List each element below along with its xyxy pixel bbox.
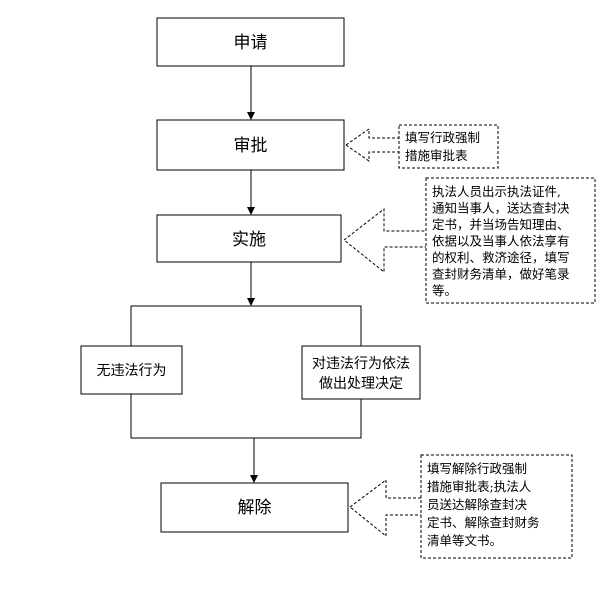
note-release-line: 定书、解除查封财务 [427, 515, 540, 530]
note-implement-line: 的权利、救济途径，填写 [432, 250, 570, 265]
step-release-label: 解除 [238, 498, 272, 518]
callout-arrow-release [349, 479, 423, 538]
step-violation-label-2: 做出处理决定 [319, 376, 403, 392]
note-implement: 执法人员出示执法证件, 通知当事人，送达查封决定书，并当场告知理由、依据以及当事人… [425, 177, 596, 304]
note-release-line: 员送达解除查封决 [427, 497, 528, 512]
step-violation: 对违法行为依法 做出处理决定 [301, 345, 421, 400]
step-apply-label: 申请 [234, 33, 268, 53]
arrow-head-branch-release [250, 475, 258, 483]
step-violation-label-1: 对违法行为依法 [312, 356, 410, 372]
note-release-line: 清单等文书。 [427, 533, 502, 548]
note-release-line: 措施审批表;执法人 [427, 479, 532, 494]
step-apply: 申请 [156, 17, 345, 67]
callout-arrow-implement [343, 207, 430, 274]
step-implement-label: 实施 [232, 230, 266, 250]
step-approve: 审批 [156, 119, 345, 171]
step-no-violation: 无违法行为 [80, 345, 183, 395]
step-approve-label: 审批 [234, 136, 268, 156]
note-implement-line: 查封财务清单，做好笔录 [432, 267, 570, 282]
arrow-head-approve-implement [247, 207, 255, 215]
note-implement-line: 依据以及当事人依法享有 [432, 234, 570, 249]
branch-bottom [130, 394, 362, 439]
step-implement: 实施 [156, 214, 342, 263]
note-implement-line: 等。 [432, 283, 457, 298]
callout-arrow-approve [345, 128, 400, 162]
arrow-head-implement-branch [247, 298, 255, 306]
arrow-head-apply-approve [247, 112, 255, 120]
note-approve-line: 措施审批表 [405, 148, 468, 163]
note-implement-line: 定书，并当场告知理由、 [432, 217, 570, 232]
note-approve-line: 填写行政强制 [405, 130, 480, 145]
branch-top [130, 305, 362, 346]
step-no-violation-label: 无违法行为 [97, 363, 167, 379]
note-implement-line: 执法人员出示执法证件, [432, 184, 561, 199]
note-implement-line: 通知当事人，送达查封决 [432, 201, 570, 216]
note-implement-text: 执法人员出示执法证件, 通知当事人，送达查封决定书，并当场告知理由、依据以及当事人… [432, 184, 570, 298]
note-release-line: 填写解除行政强制 [427, 461, 527, 476]
step-release: 解除 [160, 482, 349, 533]
